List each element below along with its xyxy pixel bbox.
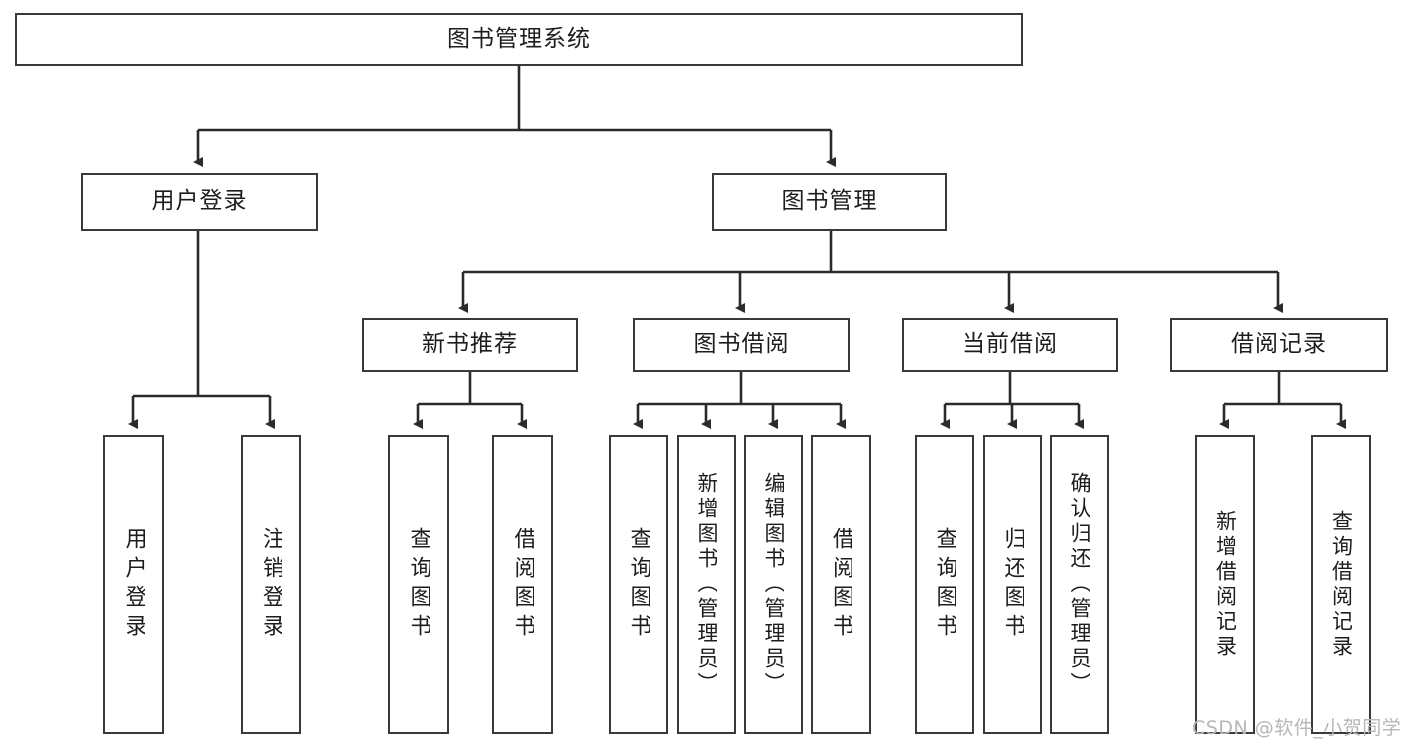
node-label: 当前借阅	[962, 331, 1058, 358]
node-label: 新增图书（管理员）	[696, 472, 717, 697]
node-label: 借阅图书	[511, 526, 534, 643]
leaf-book-borrow-borrow[interactable]: 借阅图书	[811, 435, 871, 734]
leaf-user-login-logout[interactable]: 注销登录	[241, 435, 301, 734]
node-label: 注销登录	[260, 526, 282, 643]
node-book-borrow[interactable]: 图书借阅	[633, 318, 850, 372]
node-label: 新书推荐	[422, 331, 518, 358]
leaf-borrow-record-query[interactable]: 查询借阅记录	[1311, 435, 1371, 734]
leaf-book-borrow-edit-admin[interactable]: 编辑图书（管理员）	[744, 435, 803, 734]
node-label: 借阅图书	[830, 526, 852, 643]
node-label: 新增借阅记录	[1214, 509, 1236, 660]
node-current-borrow[interactable]: 当前借阅	[902, 318, 1118, 372]
leaf-current-borrow-return[interactable]: 归还图书	[983, 435, 1042, 734]
leaf-book-borrow-query[interactable]: 查询图书	[609, 435, 668, 734]
node-label: 查询图书	[627, 526, 650, 643]
leaf-new-book-borrow[interactable]: 借阅图书	[492, 435, 553, 734]
node-borrow-record[interactable]: 借阅记录	[1170, 318, 1388, 372]
node-label: 图书借阅	[693, 331, 790, 358]
node-label: 借阅记录	[1231, 331, 1327, 358]
node-label: 用户登录	[151, 188, 248, 215]
node-label: 查询图书	[933, 526, 956, 643]
leaf-user-login-login[interactable]: 用户登录	[103, 435, 164, 734]
node-label: 归还图书	[1001, 526, 1024, 643]
csdn-watermark: CSDN @软件_小贺同学	[1192, 717, 1402, 739]
leaf-new-book-query[interactable]: 查询图书	[388, 435, 449, 734]
leaf-current-borrow-confirm-return-admin[interactable]: 确认归还（管理员）	[1050, 435, 1109, 734]
leaf-book-borrow-add-admin[interactable]: 新增图书（管理员）	[677, 435, 736, 734]
node-label: 编辑图书（管理员）	[763, 472, 784, 697]
node-label: 查询图书	[407, 526, 430, 643]
node-label: 查询借阅记录	[1330, 509, 1352, 660]
node-user-login[interactable]: 用户登录	[81, 173, 318, 231]
node-label: 用户登录	[122, 526, 145, 643]
leaf-borrow-record-add[interactable]: 新增借阅记录	[1195, 435, 1255, 734]
node-root-book-management-system[interactable]: 图书管理系统	[15, 13, 1023, 66]
node-label: 确认归还（管理员）	[1069, 472, 1090, 697]
node-label: 图书管理系统	[447, 25, 591, 52]
leaf-current-borrow-query[interactable]: 查询图书	[915, 435, 974, 734]
node-new-book-recommend[interactable]: 新书推荐	[362, 318, 578, 372]
node-book-management[interactable]: 图书管理	[712, 173, 947, 231]
node-label: 图书管理	[781, 188, 878, 215]
